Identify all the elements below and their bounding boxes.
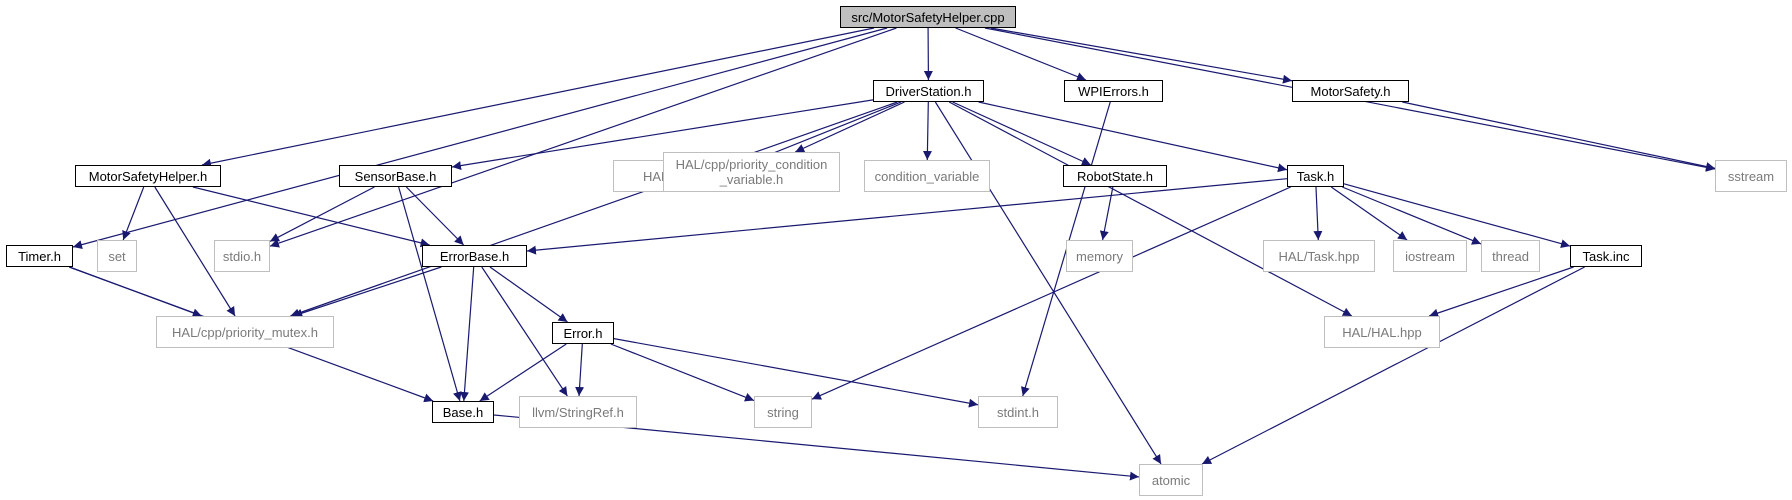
edge-eb-to-base	[459, 266, 475, 402]
node-llvm-stringref-h: llvm/StringRef.h	[519, 396, 637, 428]
node-stdint-h: stdint.h	[978, 396, 1058, 428]
node-driverstation-h[interactable]: DriverStation.h	[873, 80, 984, 102]
node-sstream: sstream	[1715, 160, 1787, 192]
node-error-h[interactable]: Error.h	[552, 322, 614, 344]
edge-ds-to-sb	[451, 99, 874, 171]
edge-task-to-string	[811, 186, 1291, 400]
edge-sb-to-base	[398, 186, 462, 402]
edge-task-to-haltask	[1313, 186, 1323, 241]
node-string: string	[754, 396, 812, 428]
edge-ds-to-pcv	[794, 101, 905, 153]
edge-root-to-stdio	[269, 27, 897, 248]
node-motorsafety-h[interactable]: MotorSafety.h	[1292, 80, 1409, 102]
edge-err-to-stdint	[613, 338, 979, 408]
edge-root-to-timer	[72, 27, 888, 249]
edge-eb-to-pm	[293, 266, 442, 318]
node-hal-cpp-priority-mutex-h: HAL/cpp/priority_mutex.h	[156, 316, 334, 348]
edge-task-to-thread	[1342, 186, 1482, 245]
edge-eb-to-sref	[481, 266, 568, 397]
edge-ds-to-rs	[952, 101, 1092, 166]
node-errorbase-h[interactable]: ErrorBase.h	[422, 245, 527, 267]
edge-ds-to-atomic	[934, 101, 1162, 465]
node-hal-hal-hpp: HAL/HAL.hpp	[1324, 316, 1440, 348]
node-hal-cpp-priority-condition-variable-h: HAL/cpp/priority_condition _variable.h	[663, 152, 840, 192]
edge-err-to-base	[479, 343, 567, 402]
node-task-h[interactable]: Task.h	[1287, 165, 1344, 187]
edge-err-to-sref	[575, 343, 585, 397]
edge-root-to-msh	[201, 27, 875, 168]
edge-ds-to-task	[978, 101, 1288, 173]
node-robotstate-h[interactable]: RobotState.h	[1063, 165, 1167, 187]
edge-taskinc-to-atomic	[1201, 266, 1585, 465]
node-hal-task-hpp: HAL/Task.hpp	[1263, 240, 1375, 272]
edge-taskinc-to-halhal	[1428, 266, 1574, 318]
edge-task-to-eb	[526, 178, 1288, 255]
edge-task-to-taskinc	[1343, 183, 1571, 249]
node-set: set	[97, 240, 137, 272]
edge-ds-to-pm	[290, 101, 898, 318]
edge-sb-to-eb	[405, 186, 465, 246]
edge-root-to-wpi	[955, 27, 1087, 81]
node-wpierrors-h[interactable]: WPIErrors.h	[1064, 80, 1163, 102]
edge-root-to-ms	[990, 27, 1293, 84]
edge-rs-to-memory	[1099, 186, 1114, 241]
node-src-motorsafetyhelper-cpp[interactable]: src/MotorSafetyHelper.cpp	[840, 6, 1016, 28]
edge-task-to-iostream	[1330, 186, 1408, 241]
node-stdio-h: stdio.h	[214, 240, 270, 272]
node-motorsafetyhelper-h[interactable]: MotorSafetyHelper.h	[75, 165, 221, 187]
node-atomic: atomic	[1139, 464, 1203, 496]
edge-eb-to-err	[489, 266, 568, 323]
edge-ds-to-cv	[922, 101, 932, 161]
edge-msh-to-set	[122, 186, 145, 241]
node-condition-variable: condition_variable	[864, 160, 990, 192]
node-iostream: iostream	[1393, 240, 1467, 272]
edge-ms-to-sstream	[1402, 101, 1716, 171]
edge-msh-to-eb	[192, 186, 430, 248]
node-base-h[interactable]: Base.h	[432, 401, 494, 423]
edge-sb-to-stdio	[269, 186, 375, 242]
node-memory: memory	[1066, 240, 1133, 272]
edge-msh-to-pm	[154, 186, 236, 317]
node-task-inc[interactable]: Task.inc	[1570, 245, 1642, 267]
node-thread: thread	[1481, 240, 1540, 272]
edge-err-to-string	[610, 343, 755, 402]
node-timer-h[interactable]: Timer.h	[6, 245, 73, 267]
node-sensorbase-h[interactable]: SensorBase.h	[339, 165, 452, 187]
edge-ds-to-halhal	[948, 101, 1353, 317]
